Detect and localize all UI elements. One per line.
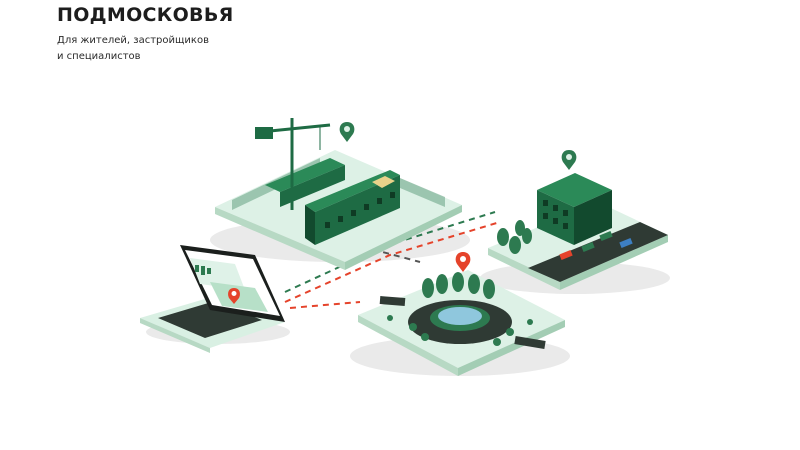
- container-front: [280, 165, 345, 207]
- platform-side: [458, 320, 565, 376]
- dashed-line-red-2: [289, 301, 361, 309]
- building-windows: [543, 200, 568, 229]
- platform-side: [560, 235, 668, 290]
- sand-pile: [372, 176, 395, 188]
- location-pin-icon: [455, 252, 471, 272]
- building-front: [315, 175, 400, 245]
- laptop-base-edge: [140, 318, 210, 353]
- platform-side: [488, 248, 560, 290]
- building-side: [574, 190, 612, 245]
- container-roof: [265, 158, 345, 192]
- park-path: [379, 296, 546, 349]
- laptop: [140, 245, 290, 353]
- platform-side: [358, 315, 458, 376]
- fence: [400, 178, 445, 207]
- location-pin-icon: [228, 288, 240, 304]
- page-title: ПОДМОСКОВЬЯ: [57, 4, 234, 26]
- crane-counterweight: [255, 127, 273, 139]
- subtitle-line-2: и специалистов: [57, 51, 141, 62]
- trees: [387, 272, 533, 346]
- trees: [497, 220, 532, 254]
- dashed-line-red: [284, 221, 501, 303]
- location-pin-icon: [339, 122, 355, 142]
- platform-side: [215, 207, 345, 270]
- location-pin-icon: [561, 150, 577, 170]
- building-windows: [325, 192, 395, 228]
- building-roof: [537, 173, 612, 207]
- subtitle-line-1: Для жителей, застройщиков: [57, 35, 209, 46]
- platform-side: [345, 205, 462, 270]
- road: [528, 222, 668, 282]
- park: [358, 252, 565, 376]
- construction-site: [215, 118, 462, 270]
- residential-block: [488, 150, 668, 290]
- page-subtitle: Для жителей, застройщиков и специалистов: [57, 33, 209, 65]
- fountain-water: [438, 307, 482, 325]
- parked-cars: [559, 230, 633, 261]
- building-side: [305, 205, 315, 245]
